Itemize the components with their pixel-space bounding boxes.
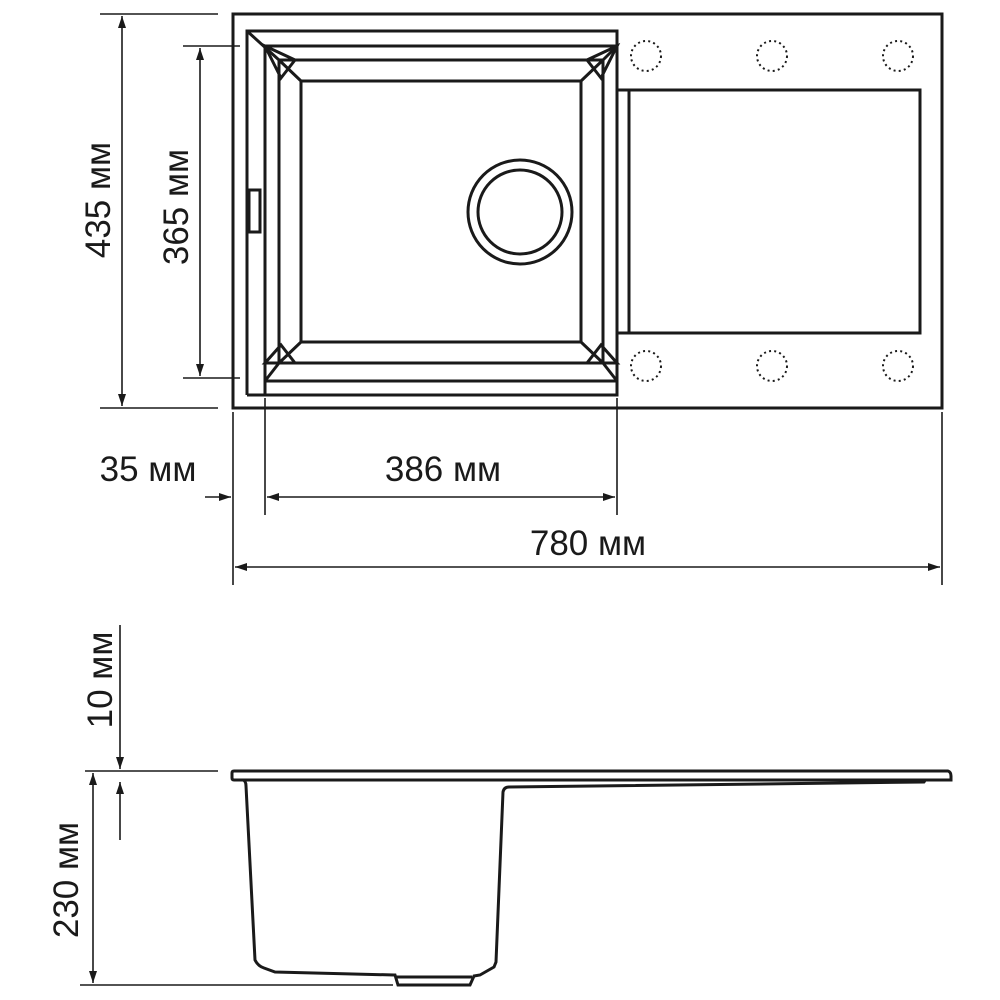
- drain-outer-ring: [466, 158, 574, 266]
- drain-inner-ring: [476, 168, 564, 256]
- tap-hole-marker-icon: [630, 350, 662, 382]
- tap-hole-marker-icon: [756, 350, 788, 382]
- dim-bowl-depth: 365 мм: [157, 149, 196, 265]
- dim-total-depth: 435 мм: [79, 142, 118, 258]
- sink-outline: [231, 12, 944, 410]
- tap-hole-marker-icon: [882, 350, 914, 382]
- dim-rim-thickness: 10 мм: [81, 632, 120, 729]
- dim-edge-offset: 35 мм: [100, 450, 197, 489]
- tap-hole-markers: [630, 40, 914, 382]
- tap-hole-marker-icon: [756, 40, 788, 72]
- overflow-slot: [247, 188, 262, 234]
- rim-slab: [230, 769, 953, 782]
- side-view: 10 мм 230 мм: [47, 625, 953, 987]
- tap-hole-marker-icon: [882, 40, 914, 72]
- dim-bowl-width: 386 мм: [385, 450, 501, 489]
- side-dimension-lines: [80, 625, 393, 986]
- top-view: 435 мм 365 мм 35 мм 386 мм 780 мм: [79, 12, 944, 585]
- tap-hole-marker-icon: [630, 40, 662, 72]
- corner-bevels: [261, 42, 621, 365]
- bowl: [245, 29, 621, 397]
- dim-total-width: 780 мм: [530, 524, 646, 563]
- bowl-profile: [242, 778, 926, 987]
- drainboard: [617, 88, 922, 335]
- dimension-lines: [100, 13, 943, 585]
- dim-bowl-height: 230 мм: [47, 822, 86, 938]
